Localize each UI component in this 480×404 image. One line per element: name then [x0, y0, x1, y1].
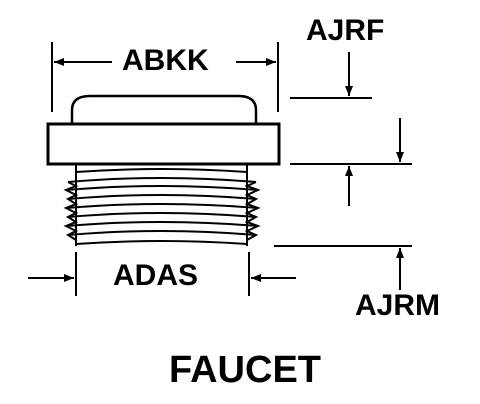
label-ajrm: AJRM	[355, 289, 441, 322]
dimension-adas	[28, 252, 296, 296]
label-ajrf: AJRF	[306, 14, 385, 47]
label-adas: ADAS	[113, 259, 199, 292]
diagram-title: FAUCET	[169, 349, 321, 391]
threaded-section	[63, 164, 261, 246]
cap-dome	[70, 94, 258, 124]
dimension-abkk	[51, 42, 279, 112]
dimension-ajrm	[274, 245, 412, 290]
hex-body	[46, 122, 281, 166]
label-abkk: ABKK	[122, 44, 209, 77]
dimension-ajrf	[290, 52, 412, 206]
